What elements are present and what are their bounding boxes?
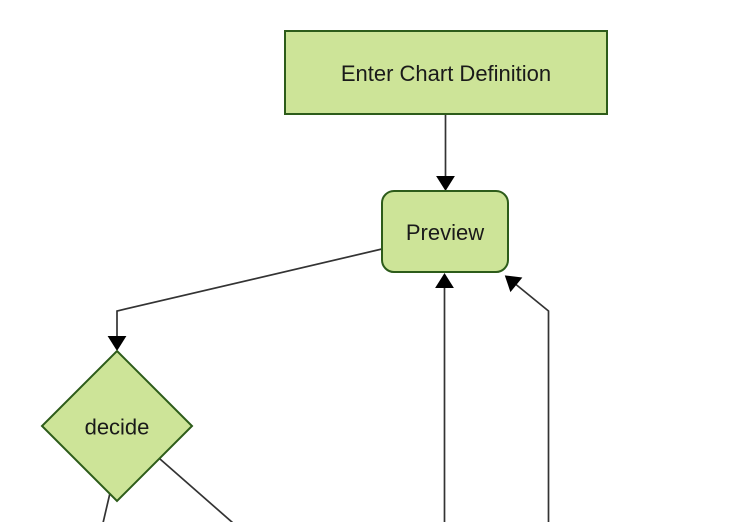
edges-layer: [102, 114, 550, 522]
edge-decide-to-offscreen-bottom-left: [102, 492, 111, 522]
node-decide: decide: [40, 349, 194, 503]
edge-preview-to-decide: [107, 248, 383, 351]
edge-offscreen-bottom-right-to-preview: [504, 275, 550, 522]
node-preview-label: Preview: [406, 220, 484, 245]
edge-offscreen-bottom-to-preview: [435, 273, 454, 522]
node-preview-shape: [381, 190, 509, 273]
edge-line: [116, 248, 383, 337]
node-enter-chart-definition-label: Enter Chart Definition: [341, 61, 551, 86]
nodes-layer: Enter Chart Definition Preview decide: [40, 30, 608, 503]
arrowhead-up-left-icon: [504, 275, 523, 293]
edge-enter-definition-to-preview: [436, 114, 455, 191]
edge-line: [102, 492, 111, 522]
edge-line: [515, 283, 550, 522]
node-decide-shape: [40, 349, 194, 503]
node-enter-chart-definition: Enter Chart Definition: [284, 30, 608, 115]
arrowhead-up-icon: [435, 273, 454, 288]
node-preview: Preview: [381, 190, 509, 273]
arrowhead-down-icon: [107, 336, 127, 351]
node-decide-label: decide: [85, 415, 150, 440]
edge-decide-to-offscreen-bottom-right: [159, 458, 234, 522]
node-enter-chart-definition-shape: [284, 30, 608, 115]
arrowhead-down-icon: [436, 176, 455, 191]
edge-line: [159, 458, 234, 522]
